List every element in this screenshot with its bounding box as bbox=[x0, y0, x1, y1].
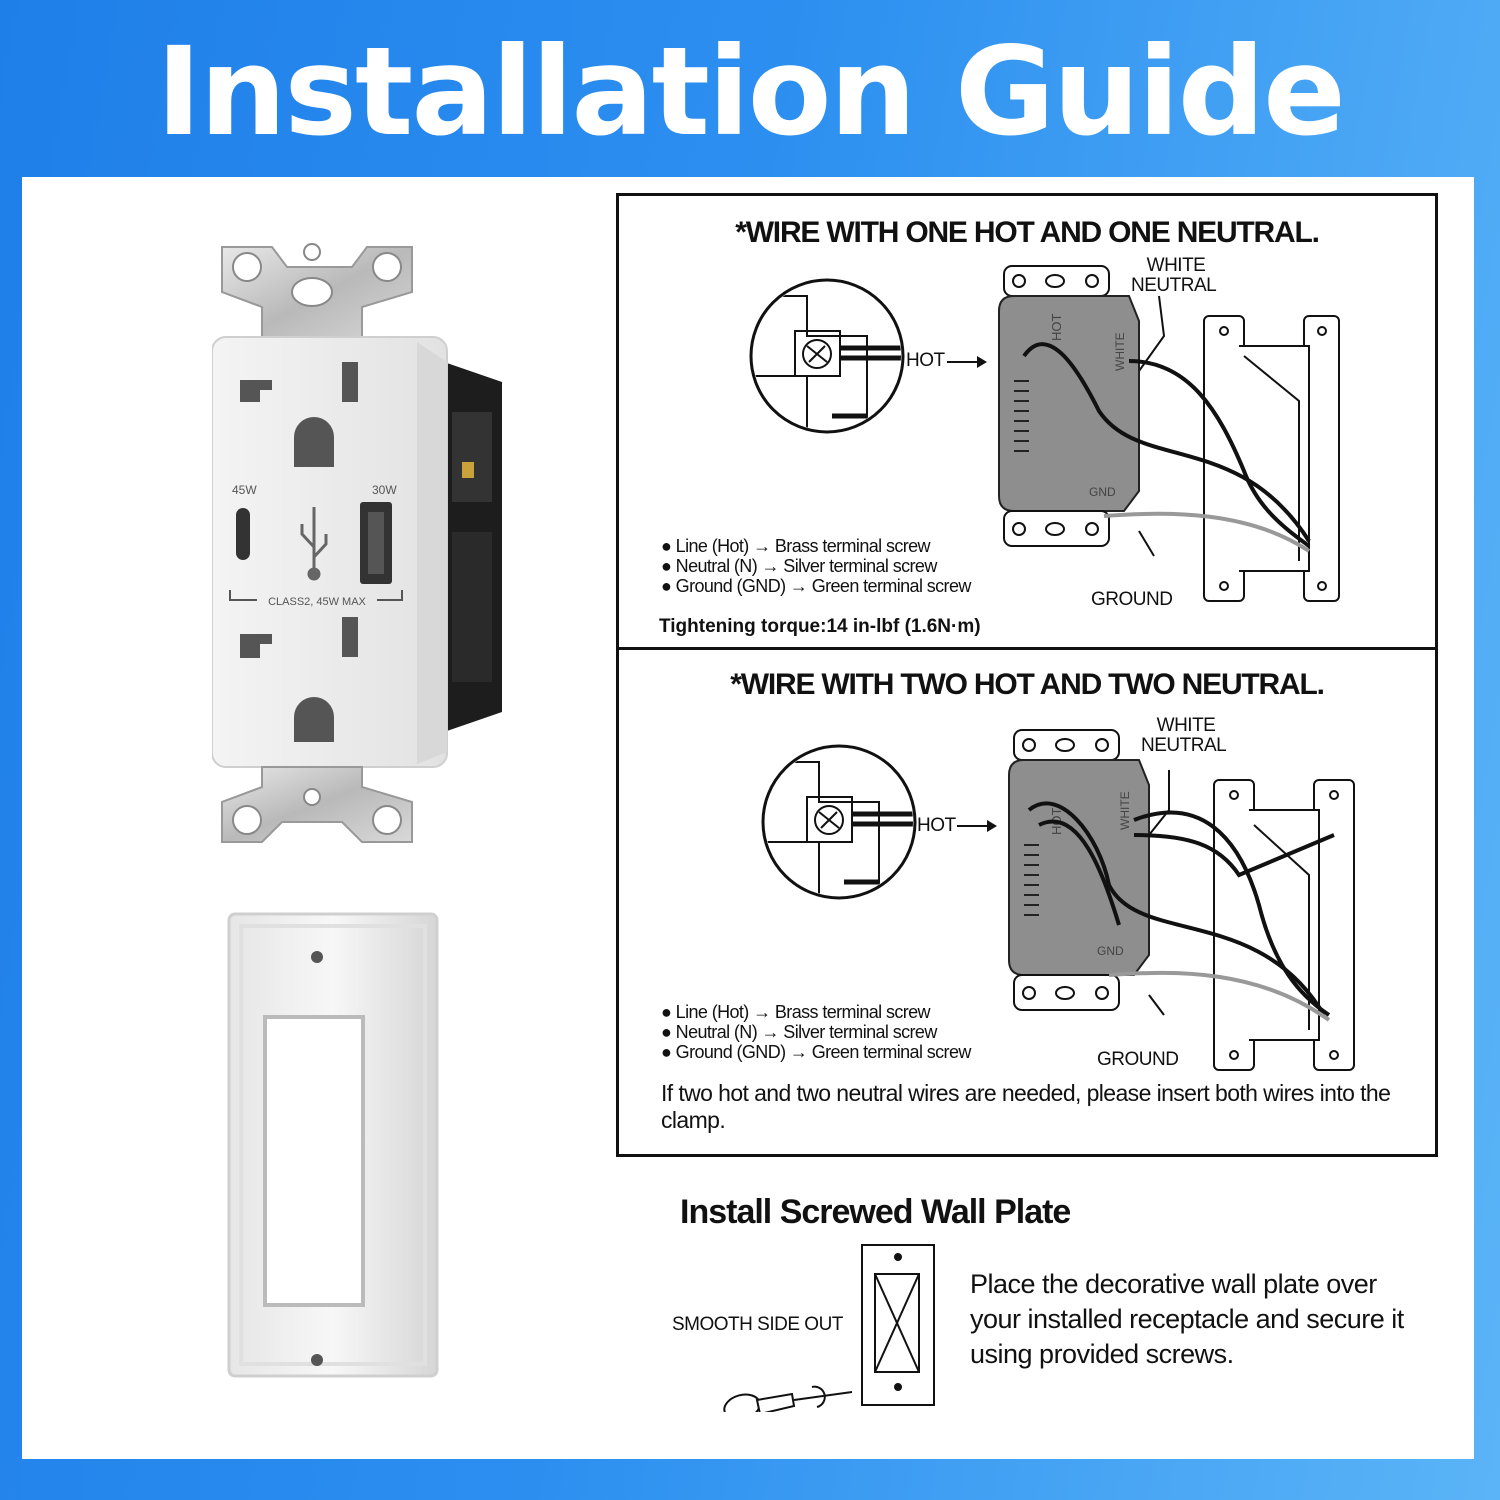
wall-plate-photo bbox=[227, 912, 439, 1378]
hot-arrow-icon-2 bbox=[957, 820, 997, 832]
hot-label-2: HOT bbox=[917, 815, 956, 836]
terminal-zoom-icon bbox=[749, 278, 905, 434]
section1-heading: *WIRE WITH ONE HOT AND ONE NEUTRAL. bbox=[735, 216, 1320, 249]
device-gnd-mark: GND bbox=[1089, 485, 1116, 499]
hot-arrow-icon bbox=[947, 356, 987, 368]
usb-icon bbox=[300, 507, 328, 581]
section2-heading: *WIRE WITH TWO HOT AND TWO NEUTRAL. bbox=[730, 668, 1325, 701]
smooth-side-label: SMOOTH SIDE OUT bbox=[672, 1314, 843, 1335]
legend-item-neutral: ● Neutral (N) → Silver terminal screw bbox=[661, 556, 937, 576]
device-gnd-mark-2: GND bbox=[1097, 944, 1124, 958]
wiring-two-hot-box: *WIRE WITH TWO HOT AND TWO NEUTRAL. HOT bbox=[616, 647, 1438, 1157]
ground-label: GROUND bbox=[1091, 589, 1173, 610]
white-label-2: WHITE bbox=[1156, 715, 1216, 736]
hot-label: HOT bbox=[906, 350, 945, 371]
legend-item-hot: ● Line (Hot) → Brass terminal screw bbox=[661, 536, 931, 556]
neutral-label-2: NEUTRAL bbox=[1141, 735, 1227, 756]
usb-c-port bbox=[236, 508, 250, 560]
white-label: WHITE bbox=[1146, 255, 1206, 276]
torque-spec: Tightening torque:14 in-lbf (1.6N·m) bbox=[659, 616, 981, 637]
page-title: Installation Guide bbox=[156, 21, 1346, 163]
wiring-diagram-two: HOT WHITE GND bbox=[1008, 729, 1355, 1071]
content-panel: 45W 30W CLASS2, 45W MAX bbox=[22, 177, 1474, 1459]
receptacle-illustration: 45W 30W CLASS2, 45W MAX bbox=[212, 243, 502, 843]
section2-legend: ● Line (Hot) → Brass terminal screw ● Ne… bbox=[661, 1002, 971, 1062]
legend2-item-ground: ● Ground (GND) → Green terminal screw bbox=[661, 1042, 971, 1062]
usb-a-wattage: 30W bbox=[372, 483, 397, 497]
wiring-diagram-one: HOT WHITE GND bbox=[998, 265, 1340, 602]
terminal-zoom-icon-2 bbox=[761, 744, 917, 900]
device-white-mark-2: WHITE bbox=[1118, 791, 1132, 830]
usb-c-wattage: 45W bbox=[232, 483, 257, 497]
device-hot-mark: HOT bbox=[1049, 314, 1064, 342]
screwdriver-icon bbox=[723, 1385, 853, 1412]
wiring-one-hot-box: *WIRE WITH ONE HOT AND ONE NEUTRAL. HOT bbox=[616, 193, 1438, 650]
ground-label-2: GROUND bbox=[1097, 1049, 1179, 1070]
section1-legend: ● Line (Hot) → Brass terminal screw ● Ne… bbox=[661, 536, 971, 596]
device-white-mark: WHITE bbox=[1113, 332, 1127, 371]
legend2-item-hot: ● Line (Hot) → Brass terminal screw bbox=[661, 1002, 931, 1022]
wall-plate-install-illustration bbox=[723, 1244, 935, 1412]
legend2-item-neutral: ● Neutral (N) → Silver terminal screw bbox=[661, 1022, 937, 1042]
legend-item-ground: ● Ground (GND) → Green terminal screw bbox=[661, 576, 971, 596]
two-wire-note: If two hot and two neutral wires are nee… bbox=[661, 1080, 1391, 1133]
wall-plate-heading: Install Screwed Wall Plate bbox=[680, 1193, 1071, 1231]
wall-plate-instruction: Place the decorative wall plate over you… bbox=[970, 1269, 1404, 1369]
rating-label: CLASS2, 45W MAX bbox=[268, 596, 366, 608]
neutral-label: NEUTRAL bbox=[1131, 275, 1217, 296]
